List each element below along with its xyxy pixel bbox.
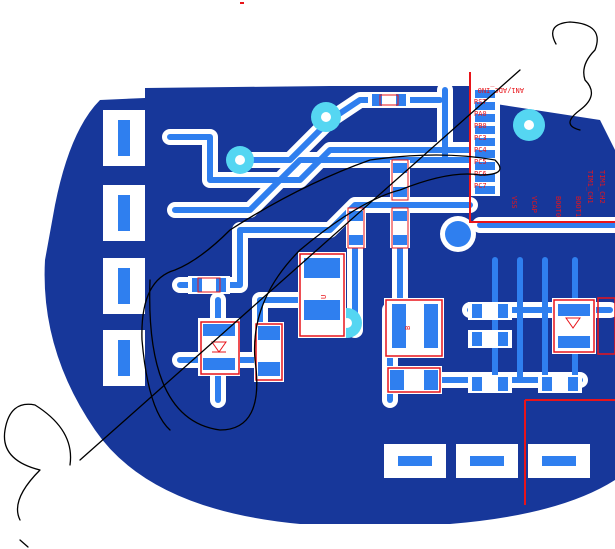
diodes[interactable]: U B <box>198 252 615 376</box>
pin-label-8: PC7 <box>474 182 487 190</box>
channel-label-2: TIM1_CH2 <box>598 170 606 204</box>
channel-label-1: TIM1_CH1 <box>586 170 594 204</box>
bottom-label-3: BOOT1 <box>574 196 582 217</box>
pin-label-0: AN1/ADC_IN0 <box>478 86 524 94</box>
bottom-label-1: VCAP <box>530 196 538 213</box>
pin-label-3: PB0 <box>474 122 487 130</box>
component-u-label: U <box>320 295 328 299</box>
bottom-label-2: BOOT0 <box>554 196 562 217</box>
pin-label-6: PC5 <box>474 158 487 166</box>
pin-label-7: PC6 <box>474 170 487 178</box>
silkscreen-outlines <box>240 2 615 505</box>
connector-pad-2-copper <box>118 195 130 231</box>
connector-pad-1-copper <box>118 120 130 156</box>
header-pads <box>470 84 500 196</box>
pin-label-4: PC3 <box>474 134 487 142</box>
bottom-label-0: VSS <box>510 196 518 209</box>
pin-label-1: RST <box>474 98 487 106</box>
pin-label-2: PA0 <box>474 110 487 118</box>
hand-drawn-annotation <box>3 21 598 548</box>
connector-pad-4-copper <box>118 340 130 376</box>
component-b-label: B <box>404 326 412 330</box>
bottom-pads[interactable] <box>384 444 590 478</box>
smd-components[interactable] <box>188 92 582 394</box>
connector-pad-3-copper <box>118 268 130 304</box>
silkscreen-labels: AN1/ADC_IN0 RST PA0 PB0 PC3 PC4 PC5 PC6 … <box>474 86 606 217</box>
pin-label-5: PC4 <box>474 146 487 154</box>
